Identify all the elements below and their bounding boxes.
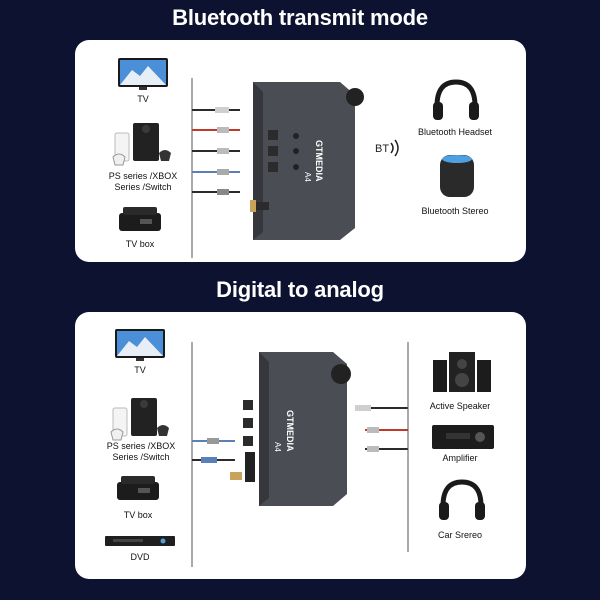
bluetooth-wave-icon bbox=[390, 139, 399, 157]
gtmedia-a4-device bbox=[230, 352, 351, 506]
headphones-icon bbox=[439, 479, 485, 520]
device-brand: GTMEDIA bbox=[285, 410, 295, 452]
output-label-amplifier: Amplifier bbox=[442, 453, 478, 463]
tv-icon bbox=[115, 329, 165, 361]
headphones-icon bbox=[433, 79, 479, 120]
output-cable-group bbox=[355, 405, 408, 452]
source-label-tv: TV bbox=[134, 365, 146, 375]
section-title-bluetooth: Bluetooth transmit mode bbox=[172, 5, 428, 30]
game-console-icon bbox=[112, 123, 171, 166]
digital-analog-diagram: GTMEDIA A4 bbox=[105, 329, 494, 567]
device-brand: GTMEDIA bbox=[314, 140, 324, 182]
source-label-tvbox: TV box bbox=[123, 510, 153, 520]
source-label-dvd: DVD bbox=[130, 552, 150, 562]
tv-box-icon bbox=[117, 476, 159, 500]
bluetooth-transmit-panel: GTMEDIA A4 BT TV PS series /XBOX Series … bbox=[75, 40, 526, 262]
output-label-stereo: Bluetooth Stereo bbox=[421, 206, 489, 216]
output-label-active-speaker: Active Speaker bbox=[429, 401, 491, 411]
cable-group bbox=[192, 107, 240, 195]
digital-to-analog-panel: GTMEDIA A4 bbox=[75, 312, 526, 579]
game-console-icon bbox=[110, 398, 169, 441]
output-label-headset: Bluetooth Headset bbox=[417, 127, 493, 137]
tv-box-icon bbox=[119, 207, 161, 231]
bluetooth-diagram: GTMEDIA A4 BT bbox=[112, 58, 479, 258]
source-label-console: PS series /XBOX Series /Switch bbox=[108, 171, 178, 192]
amplifier-icon bbox=[432, 425, 494, 449]
tv-icon bbox=[118, 58, 168, 90]
device-model: A4 bbox=[273, 442, 282, 452]
speaker-icon bbox=[433, 352, 491, 392]
gtmedia-a4-device bbox=[250, 82, 364, 240]
dvd-player-icon bbox=[105, 536, 175, 546]
section-title-digital-analog: Digital to analog bbox=[216, 277, 384, 302]
source-label-tv: TV bbox=[137, 94, 149, 104]
bt-label: BT bbox=[375, 143, 389, 155]
device-model: A4 bbox=[303, 172, 312, 182]
input-cable-group bbox=[192, 438, 235, 463]
source-label-tvbox: TV box bbox=[125, 239, 155, 249]
output-label-car-stereo: Car Srereo bbox=[437, 530, 482, 540]
source-label-console: PS series /XBOX Series /Switch bbox=[106, 441, 176, 462]
smart-speaker-icon bbox=[440, 155, 474, 197]
